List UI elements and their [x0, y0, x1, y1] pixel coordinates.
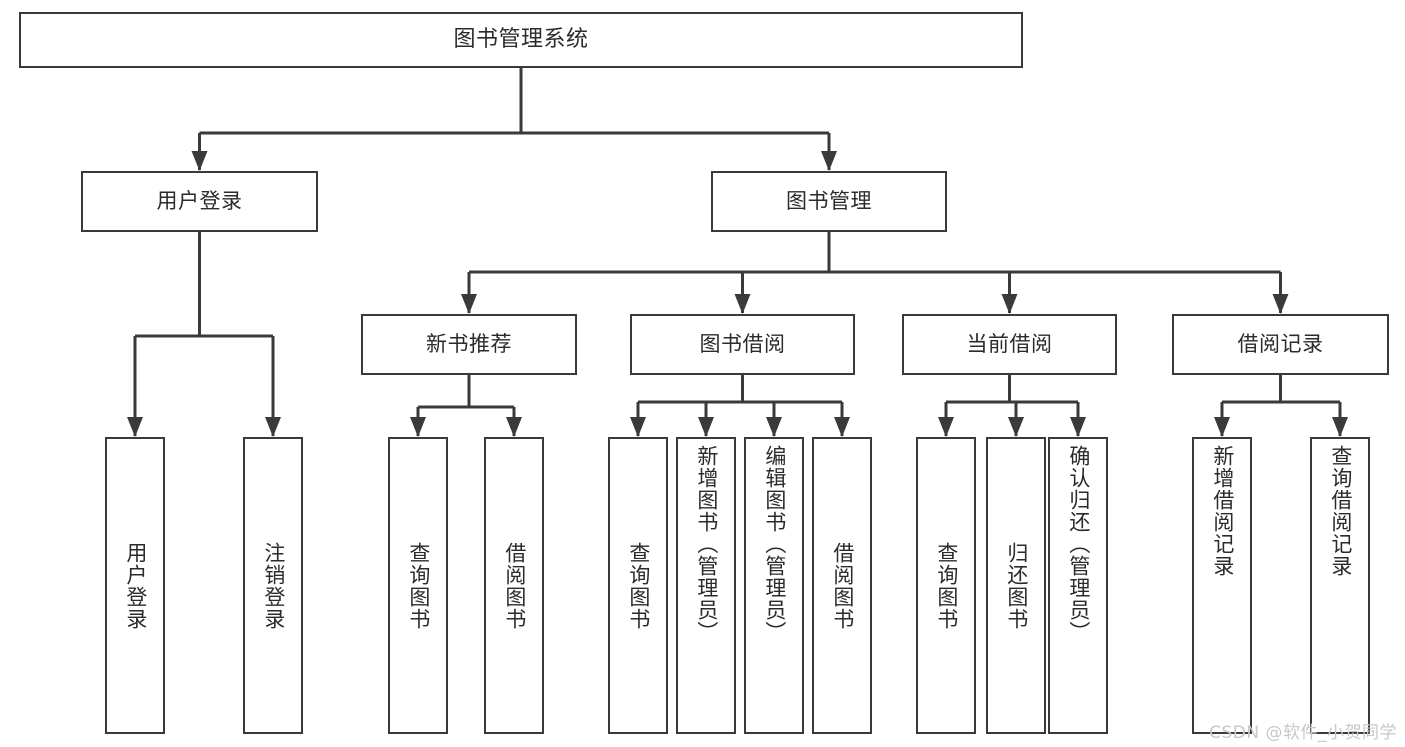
node-l12[interactable]: 新增借阅记录	[1192, 437, 1252, 734]
node-label-wrap: 确认归还（管理员）	[1050, 439, 1106, 732]
node-l5[interactable]: 查询图书	[608, 437, 668, 734]
node-l2[interactable]: 注销登录	[243, 437, 303, 734]
node-label: 借阅图书	[502, 541, 527, 630]
node-label: 图书借阅	[699, 331, 786, 356]
node-label-wrap: 查询借阅记录	[1312, 439, 1368, 732]
node-l10[interactable]: 归还图书	[986, 437, 1046, 734]
node-label: 图书管理	[786, 188, 872, 213]
node-label: 新增借阅记录	[1210, 445, 1235, 577]
node-label: 借阅记录	[1237, 331, 1324, 356]
node-label: 用户登录	[123, 541, 148, 630]
node-label-wrap: 借阅图书	[814, 439, 870, 732]
node-l9[interactable]: 查询图书	[916, 437, 976, 734]
node-label-wrap: 新增图书（管理员）	[678, 439, 734, 732]
node-newbook[interactable]: 新书推荐	[361, 314, 577, 375]
node-label-wrap: 借阅图书	[486, 439, 542, 732]
node-label: 新增图书（管理员）	[694, 445, 719, 643]
node-l3[interactable]: 查询图书	[388, 437, 448, 734]
node-label-wrap: 注销登录	[245, 439, 301, 732]
node-label-wrap: 查询图书	[390, 439, 446, 732]
node-current[interactable]: 当前借阅	[902, 314, 1117, 375]
node-label: 当前借阅	[966, 331, 1053, 356]
node-label: 查询图书	[406, 541, 431, 630]
node-borrow[interactable]: 图书借阅	[630, 314, 855, 375]
node-l4[interactable]: 借阅图书	[484, 437, 544, 734]
node-label: 用户登录	[156, 188, 243, 213]
node-login[interactable]: 用户登录	[81, 171, 318, 232]
node-l13[interactable]: 查询借阅记录	[1310, 437, 1370, 734]
node-label-wrap: 编辑图书（管理员）	[746, 439, 802, 732]
node-label: 查询图书	[934, 541, 959, 630]
node-label: 查询借阅记录	[1328, 445, 1353, 577]
node-label-wrap: 新增借阅记录	[1194, 439, 1250, 732]
node-label: 确认归还（管理员）	[1066, 445, 1091, 643]
node-label: 新书推荐	[426, 331, 512, 356]
node-label: 归还图书	[1004, 541, 1029, 630]
node-label-wrap: 归还图书	[988, 439, 1044, 732]
node-l7[interactable]: 编辑图书（管理员）	[744, 437, 804, 734]
node-bookmgmt[interactable]: 图书管理	[711, 171, 947, 232]
watermark-label: CSDN @软件_小贺同学	[1209, 723, 1397, 743]
node-label: 查询图书	[626, 541, 651, 630]
node-root[interactable]: 图书管理系统	[19, 12, 1023, 68]
node-label: 编辑图书（管理员）	[762, 445, 787, 643]
node-l11[interactable]: 确认归还（管理员）	[1048, 437, 1108, 734]
node-record[interactable]: 借阅记录	[1172, 314, 1389, 375]
node-label-wrap: 查询图书	[918, 439, 974, 732]
node-l8[interactable]: 借阅图书	[812, 437, 872, 734]
node-l6[interactable]: 新增图书（管理员）	[676, 437, 736, 734]
node-label: 注销登录	[261, 541, 286, 630]
node-label-wrap: 用户登录	[107, 439, 163, 732]
node-l1[interactable]: 用户登录	[105, 437, 165, 734]
node-label: 借阅图书	[830, 541, 855, 630]
node-label: 图书管理系统	[453, 26, 589, 52]
node-label-wrap: 查询图书	[610, 439, 666, 732]
